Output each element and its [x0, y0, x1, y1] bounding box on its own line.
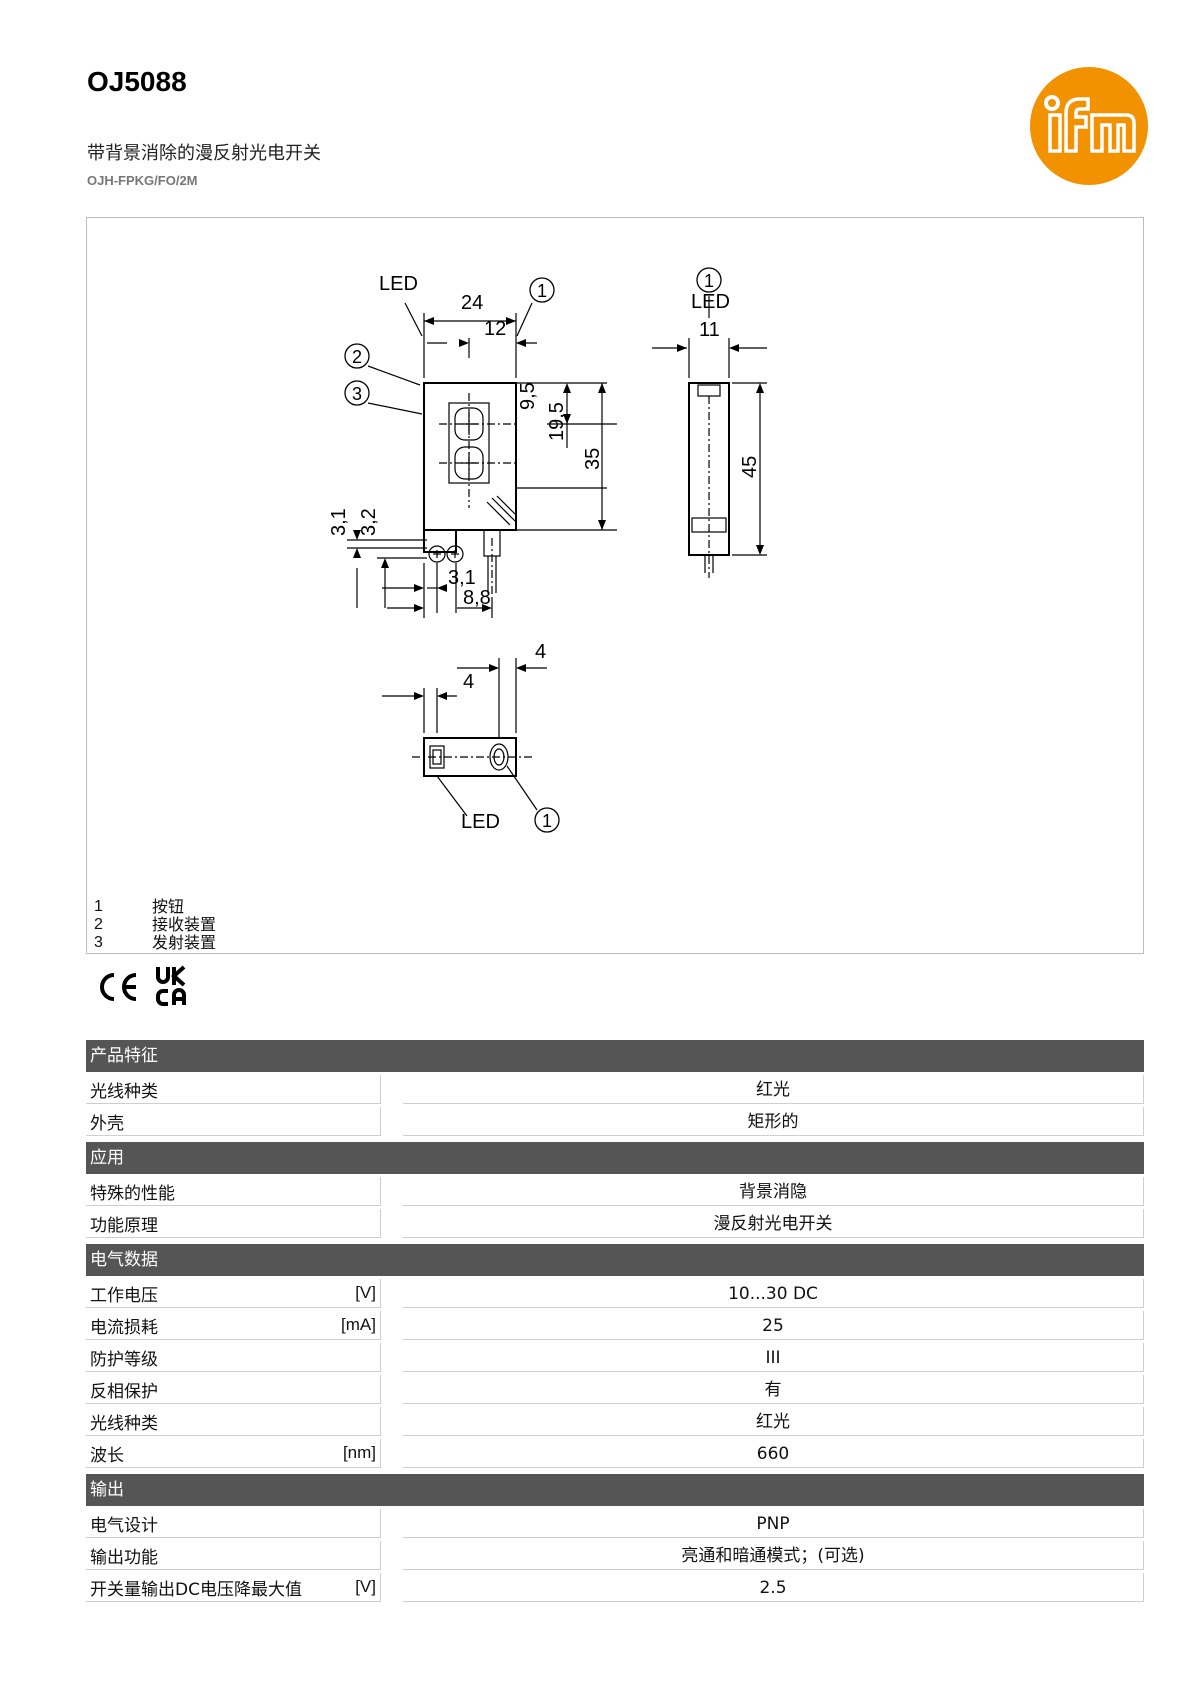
- dim-12: 12: [484, 318, 506, 340]
- spec-label: 开关量输出DC电压降最大值: [90, 1579, 302, 1600]
- spec-value: 25: [403, 1311, 1144, 1340]
- dim-45: 45: [739, 456, 761, 478]
- callout-1-bottom: 1: [542, 811, 552, 831]
- callout-1-side: 1: [704, 271, 714, 291]
- spec-section: 电气数据 工作电压 [V] 10...30 DC 电流损耗 [mA] 25 防护等级…: [86, 1244, 1144, 1468]
- spec-value: 有: [403, 1375, 1144, 1404]
- legend-number: 2: [94, 916, 103, 933]
- spec-value: PNP: [403, 1509, 1144, 1538]
- spec-row: 反相保护 有: [86, 1375, 1144, 1404]
- dim-24: 24: [461, 292, 483, 314]
- spec-label: 反相保护: [90, 1381, 158, 1402]
- spec-row: 功能原理 漫反射光电开关: [86, 1209, 1144, 1238]
- article-name: OJH-FPKG/FO/2M: [87, 173, 198, 188]
- spec-label: 输出功能: [90, 1547, 158, 1568]
- legend-text: 发射装置: [152, 933, 217, 952]
- dim-11: 11: [699, 319, 720, 341]
- spec-value: III: [403, 1343, 1144, 1372]
- spec-unit: [mA]: [341, 1315, 376, 1334]
- spec-row: 输出功能 亮通和暗通模式；(可选): [86, 1541, 1144, 1570]
- legend-number: 3: [94, 934, 103, 951]
- spec-label: 外壳: [90, 1113, 124, 1134]
- dim-3-2: 3,2: [358, 508, 380, 536]
- dimension-drawing: LED 24 12 1 2 3 9,5 19,5 35 3,1 3,2 3,1 …: [86, 217, 1144, 954]
- callout-2: 2: [352, 347, 362, 367]
- ifm-logo: [1030, 67, 1148, 185]
- dim-4-right: 4: [535, 641, 546, 663]
- legend-text: 接收装置: [152, 915, 217, 934]
- spec-value: 660: [403, 1439, 1144, 1468]
- spec-section: 应用 特殊的性能 背景消隐 功能原理 漫反射光电开关: [86, 1142, 1144, 1238]
- spec-value: 亮通和暗通模式；(可选): [403, 1541, 1144, 1570]
- led-label-side: LED: [691, 291, 730, 313]
- spec-row: 外壳 矩形的: [86, 1107, 1144, 1136]
- spec-row: 波长 [nm] 660: [86, 1439, 1144, 1468]
- spec-row: 特殊的性能 背景消隐: [86, 1177, 1144, 1206]
- spec-unit: [V]: [355, 1577, 376, 1596]
- legend-item: 3 发射装置: [94, 934, 216, 952]
- spec-value: 背景消隐: [403, 1177, 1144, 1206]
- spec-section: 产品特征 光线种类 红光 外壳 矩形的: [86, 1040, 1144, 1136]
- spec-value: 10...30 DC: [403, 1279, 1144, 1308]
- legend-item: 1 按钮: [94, 898, 216, 916]
- certification-marks: [100, 965, 186, 1006]
- callout-3: 3: [352, 384, 362, 404]
- legend-number: 1: [94, 898, 103, 915]
- dim-4-left: 4: [463, 671, 474, 693]
- spec-label: 功能原理: [90, 1215, 158, 1236]
- legend-text: 按钮: [152, 897, 185, 916]
- spec-label: 光线种类: [90, 1081, 158, 1102]
- spec-label: 电流损耗: [90, 1317, 158, 1338]
- spec-label: 特殊的性能: [90, 1183, 175, 1204]
- spec-value: 红光: [403, 1407, 1144, 1436]
- section-heading: 产品特征: [86, 1040, 1144, 1072]
- spec-row: 电气设计 PNP: [86, 1509, 1144, 1538]
- spec-value: 矩形的: [403, 1107, 1144, 1136]
- dim-3-1-horiz: 3,1: [448, 567, 476, 589]
- section-heading: 输出: [86, 1474, 1144, 1506]
- spec-label: 工作电压: [90, 1285, 158, 1306]
- spec-value: 2.5: [403, 1573, 1144, 1602]
- dim-9-5: 9,5: [517, 382, 539, 410]
- spec-row: 光线种类 红光: [86, 1407, 1144, 1436]
- product-code: OJ5088: [87, 66, 187, 97]
- dim-19-5: 19,5: [546, 402, 568, 441]
- spec-section: 输出 电气设计 PNP 输出功能 亮通和暗通模式；(可选) 开关量输出DC电压降…: [86, 1474, 1144, 1602]
- spec-row: 工作电压 [V] 10...30 DC: [86, 1279, 1144, 1308]
- spec-label: 防护等级: [90, 1349, 158, 1370]
- spec-row: 电流损耗 [mA] 25: [86, 1311, 1144, 1340]
- drawing-legend: 1 按钮 2 接收装置 3 发射装置: [94, 898, 216, 952]
- spec-unit: [V]: [355, 1283, 376, 1302]
- callout-1-front: 1: [537, 281, 547, 301]
- dim-3-1-vert: 3,1: [328, 508, 350, 536]
- section-heading: 电气数据: [86, 1244, 1144, 1276]
- led-label-bottom: LED: [461, 811, 500, 833]
- product-description: 带背景消除的漫反射光电开关: [87, 143, 321, 164]
- spec-row: 光线种类 红光: [86, 1075, 1144, 1104]
- spec-label: 光线种类: [90, 1413, 158, 1434]
- spec-value: 红光: [403, 1075, 1144, 1104]
- spec-label: 电气设计: [90, 1515, 158, 1536]
- spec-row: 开关量输出DC电压降最大值 [V] 2.5: [86, 1573, 1144, 1602]
- legend-item: 2 接收装置: [94, 916, 216, 934]
- spec-row: 防护等级 III: [86, 1343, 1144, 1372]
- section-heading: 应用: [86, 1142, 1144, 1174]
- led-label-front: LED: [379, 273, 418, 295]
- ukca-mark: [156, 965, 186, 1006]
- spec-label: 波长: [90, 1445, 124, 1466]
- dim-8-8: 8,8: [463, 587, 491, 609]
- dim-35: 35: [582, 448, 604, 470]
- spec-value: 漫反射光电开关: [403, 1209, 1144, 1238]
- spec-table: 产品特征 光线种类 红光 外壳 矩形的 应用 特殊的性能 背景消隐 功能原理 漫…: [86, 1040, 1144, 1608]
- ce-mark: [100, 973, 137, 1001]
- spec-unit: [nm]: [342, 1443, 376, 1462]
